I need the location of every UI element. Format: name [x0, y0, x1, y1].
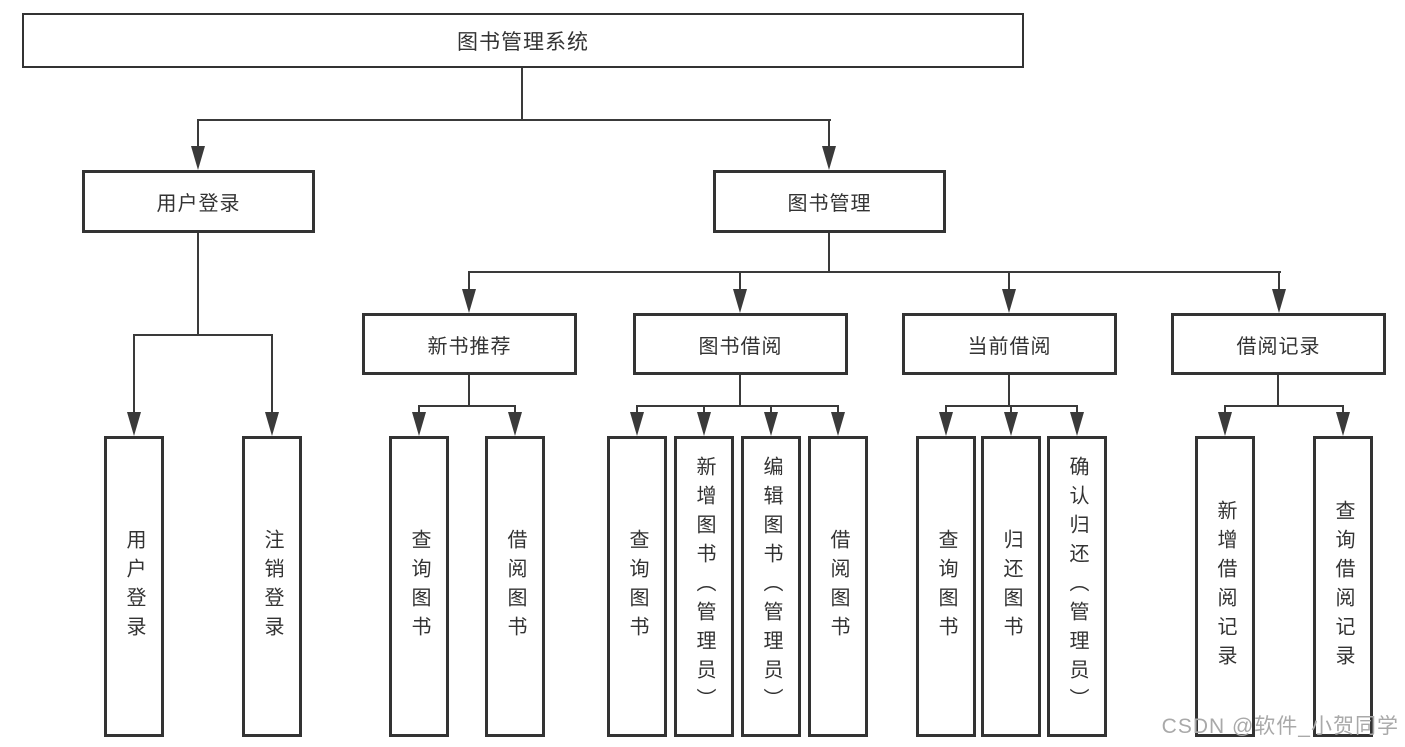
- edge-userlogin-drop: [197, 233, 199, 336]
- leaf-query-books-recommend: 查询图书: [389, 436, 449, 737]
- edge-borrow-drop: [739, 375, 741, 407]
- node-library-management-system: 图书管理系统: [22, 13, 1024, 68]
- edge-current-stem-1: [945, 407, 947, 414]
- edge-borrow-stem-2: [703, 407, 705, 414]
- edge-userlogin-branch: [133, 334, 273, 336]
- edge-root-left-stem: [197, 121, 199, 148]
- leaf-logout-login: 注销登录: [242, 436, 302, 737]
- arrow-down-icon: [127, 412, 141, 436]
- leaf-confirm-return-admin: 确认归还（管理员）: [1047, 436, 1107, 737]
- arrow-down-icon: [733, 289, 747, 313]
- edge-newbook-branch: [418, 405, 516, 407]
- arrow-down-icon: [1272, 289, 1286, 313]
- edge-root-branch: [197, 119, 831, 121]
- arrow-down-icon: [412, 412, 426, 436]
- arrow-down-icon: [508, 412, 522, 436]
- edge-current-stem-3: [1076, 407, 1078, 414]
- leaf-query-books-borrowing: 查询图书: [607, 436, 667, 737]
- edge-root-right-stem: [828, 121, 830, 148]
- node-borrowing-records: 借阅记录: [1171, 313, 1386, 375]
- edge-current-drop: [1008, 375, 1010, 407]
- edge-bookmgmt-stem-3: [1008, 273, 1010, 291]
- edge-records-stem-2: [1342, 407, 1344, 414]
- arrow-down-icon: [1336, 412, 1350, 436]
- edge-borrow-stem-3: [770, 407, 772, 414]
- edge-newbook-stem-2: [514, 407, 516, 414]
- leaf-return-books: 归还图书: [981, 436, 1041, 737]
- leaf-user-login: 用户登录: [104, 436, 164, 737]
- node-current-borrowing: 当前借阅: [902, 313, 1117, 375]
- arrow-down-icon: [1070, 412, 1084, 436]
- edge-newbook-drop: [468, 375, 470, 407]
- edge-bookmgmt-stem-1: [468, 273, 470, 291]
- leaf-add-books-admin: 新增图书（管理员）: [674, 436, 734, 737]
- arrow-down-icon: [697, 412, 711, 436]
- arrow-down-icon: [462, 289, 476, 313]
- edge-borrow-stem-4: [837, 407, 839, 414]
- edge-borrow-stem-1: [636, 407, 638, 414]
- arrow-down-icon: [939, 412, 953, 436]
- edge-bookmgmt-stem-2: [739, 273, 741, 291]
- node-new-book-recommendation: 新书推荐: [362, 313, 577, 375]
- arrow-down-icon: [1004, 412, 1018, 436]
- leaf-borrow-books-borrowing: 借阅图书: [808, 436, 868, 737]
- watermark: CSDN @软件_小贺同学: [1161, 715, 1399, 738]
- leaf-query-borrow-record: 查询借阅记录: [1313, 436, 1373, 737]
- edge-bookmgmt-branch: [468, 271, 1281, 273]
- edge-current-branch: [945, 405, 1078, 407]
- edge-borrow-branch: [636, 405, 839, 407]
- arrow-down-icon: [630, 412, 644, 436]
- leaf-query-books-current: 查询图书: [916, 436, 976, 737]
- node-book-borrowing: 图书借阅: [633, 313, 848, 375]
- arrow-down-icon: [1218, 412, 1232, 436]
- edge-newbook-stem-1: [418, 407, 420, 414]
- arrow-down-icon: [764, 412, 778, 436]
- leaf-borrow-books-recommend: 借阅图书: [485, 436, 545, 737]
- edge-userlogin-stem-1: [133, 336, 135, 414]
- arrow-down-icon: [822, 146, 836, 170]
- edge-current-stem-2: [1010, 407, 1012, 414]
- edge-root-drop: [521, 68, 523, 121]
- edge-bookmgmt-drop: [828, 233, 830, 273]
- leaf-edit-books-admin: 编辑图书（管理员）: [741, 436, 801, 737]
- edge-bookmgmt-stem-4: [1278, 273, 1280, 291]
- arrow-down-icon: [191, 146, 205, 170]
- leaf-add-borrow-record: 新增借阅记录: [1195, 436, 1255, 737]
- edge-userlogin-stem-2: [271, 336, 273, 414]
- arrow-down-icon: [831, 412, 845, 436]
- node-book-management: 图书管理: [713, 170, 946, 233]
- node-user-login: 用户登录: [82, 170, 315, 233]
- edge-records-drop: [1277, 375, 1279, 407]
- edge-records-branch: [1224, 405, 1344, 407]
- edge-records-stem-1: [1224, 407, 1226, 414]
- arrow-down-icon: [265, 412, 279, 436]
- arrow-down-icon: [1002, 289, 1016, 313]
